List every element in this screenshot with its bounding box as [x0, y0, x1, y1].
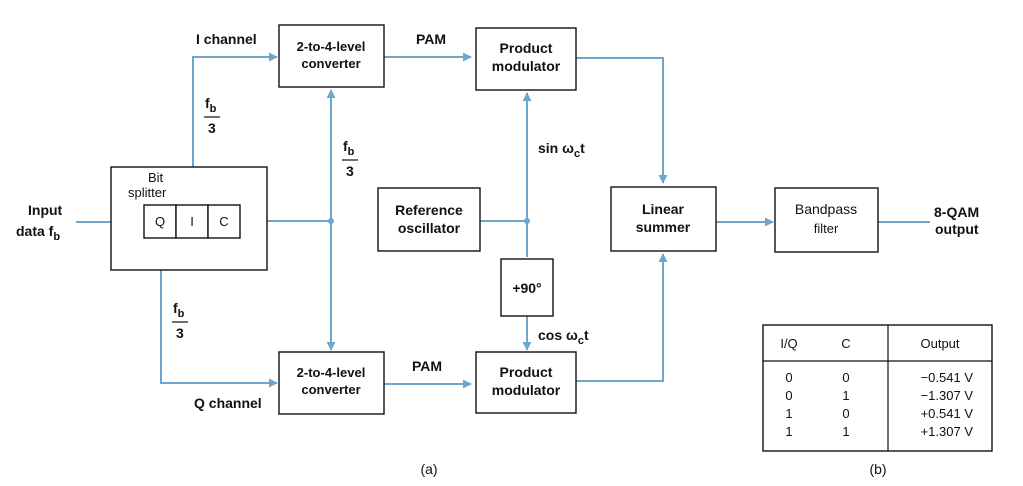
svg-text:Linear: Linear: [642, 201, 685, 217]
truth-table-rows: 0 0 −0.541 V 0 1 −1.307 V 1 0 +0.541 V 1 1 +1.307 V: [785, 370, 973, 439]
i-converter: 2-to-4-level converter: [278, 24, 385, 88]
lower-product-modulator: Product modulator: [475, 351, 577, 414]
table-cell-iq: 0: [785, 370, 792, 385]
wire-upper-modulator-to-summer: [576, 57, 668, 184]
q-converter: 2-to-4-level converter: [278, 351, 385, 415]
svg-text:data fb: data fb: [16, 223, 60, 243]
wire-i-channel: [192, 52, 278, 210]
svg-text:3: 3: [176, 325, 184, 341]
svg-text:2-to-4-level: 2-to-4-level: [297, 365, 366, 380]
bit-splitter: Bit splitter Q I C: [110, 166, 268, 271]
truth-table-frame: [762, 324, 993, 452]
svg-text:output: output: [935, 221, 979, 237]
table-cell-output: +1.307 V: [921, 424, 974, 439]
upper-product-modulator: Product modulator: [475, 27, 577, 91]
bit-cell-i-label: I: [190, 214, 194, 229]
svg-text:+90°: +90°: [512, 280, 541, 296]
table-row: 0 1 −1.307 V: [785, 388, 973, 403]
svg-text:summer: summer: [636, 219, 691, 235]
bit-splitter-label: Bit: [148, 170, 164, 185]
svg-text:Input: Input: [28, 202, 63, 218]
svg-text:modulator: modulator: [492, 58, 561, 74]
rate-fraction-c: fb 3: [342, 138, 358, 179]
bit-splitter-label: splitter: [128, 185, 167, 200]
wire-lower-modulator-to-summer: [576, 253, 668, 382]
caption-b: (b): [869, 461, 886, 477]
pam-label-top: PAM: [416, 31, 446, 47]
junction-dot: [328, 218, 334, 224]
input-label: Input data fb: [16, 202, 63, 243]
bit-cell-q-label: Q: [155, 214, 165, 229]
svg-text:Product: Product: [500, 364, 553, 380]
sin-carrier-label: sin ωct: [538, 140, 585, 160]
truth-table: I/Q C Output 0 0 −0.541 V 0 1 −1.307 V 1 0 +0.54…: [762, 324, 993, 452]
svg-text:2-to-4-level: 2-to-4-level: [297, 39, 366, 54]
signal-wires: [76, 52, 930, 389]
bit-cell-q: [143, 204, 177, 239]
bit-cell-c: [207, 204, 241, 239]
phase-shifter: +90°: [500, 258, 554, 317]
svg-text:converter: converter: [301, 56, 360, 71]
svg-text:3: 3: [346, 163, 354, 179]
reference-oscillator: Reference oscillator: [377, 187, 481, 252]
table-cell-output: −0.541 V: [921, 370, 974, 385]
table-cell-iq: 1: [785, 424, 792, 439]
i-channel-label: I channel: [196, 31, 257, 47]
caption-a: (a): [420, 461, 437, 477]
table-cell-c: 1: [842, 388, 849, 403]
pam-label-bottom: PAM: [412, 358, 442, 374]
wire-q-channel: [160, 233, 278, 388]
svg-text:oscillator: oscillator: [398, 220, 461, 236]
svg-text:fb: fb: [205, 95, 217, 115]
table-row: 1 0 +0.541 V: [785, 406, 973, 421]
bit-cell-i: [175, 204, 209, 239]
table-header-c: C: [841, 336, 850, 351]
svg-text:fb: fb: [343, 138, 355, 158]
svg-text:converter: converter: [301, 382, 360, 397]
table-header-iq: I/Q: [780, 336, 797, 351]
table-cell-output: −1.307 V: [921, 388, 974, 403]
svg-text:Reference: Reference: [395, 202, 463, 218]
table-header-output: Output: [920, 336, 959, 351]
svg-text:Bandpass: Bandpass: [795, 201, 857, 217]
output-label: 8-QAM output: [934, 204, 979, 237]
svg-text:filter: filter: [814, 221, 839, 236]
table-cell-c: 0: [842, 370, 849, 385]
table-cell-iq: 1: [785, 406, 792, 421]
bit-cell-c-label: C: [219, 214, 228, 229]
svg-text:fb: fb: [173, 300, 185, 320]
svg-text:3: 3: [208, 120, 216, 136]
rate-fraction-q: fb 3: [172, 300, 188, 341]
bandpass-filter: Bandpass filter: [774, 187, 879, 253]
table-cell-output: +0.541 V: [921, 406, 974, 421]
junction-dot: [524, 218, 530, 224]
linear-summer: Linear summer: [610, 186, 717, 252]
svg-text:modulator: modulator: [492, 382, 561, 398]
q-channel-label: Q channel: [194, 395, 262, 411]
rate-fraction-i: fb 3: [204, 95, 220, 136]
table-row: 0 0 −0.541 V: [785, 370, 973, 385]
table-cell-iq: 0: [785, 388, 792, 403]
table-row: 1 1 +1.307 V: [785, 424, 973, 439]
table-cell-c: 1: [842, 424, 849, 439]
table-cell-c: 0: [842, 406, 849, 421]
svg-text:Product: Product: [500, 40, 553, 56]
svg-text:8-QAM: 8-QAM: [934, 204, 979, 220]
cos-carrier-label: cos ωct: [538, 327, 589, 347]
